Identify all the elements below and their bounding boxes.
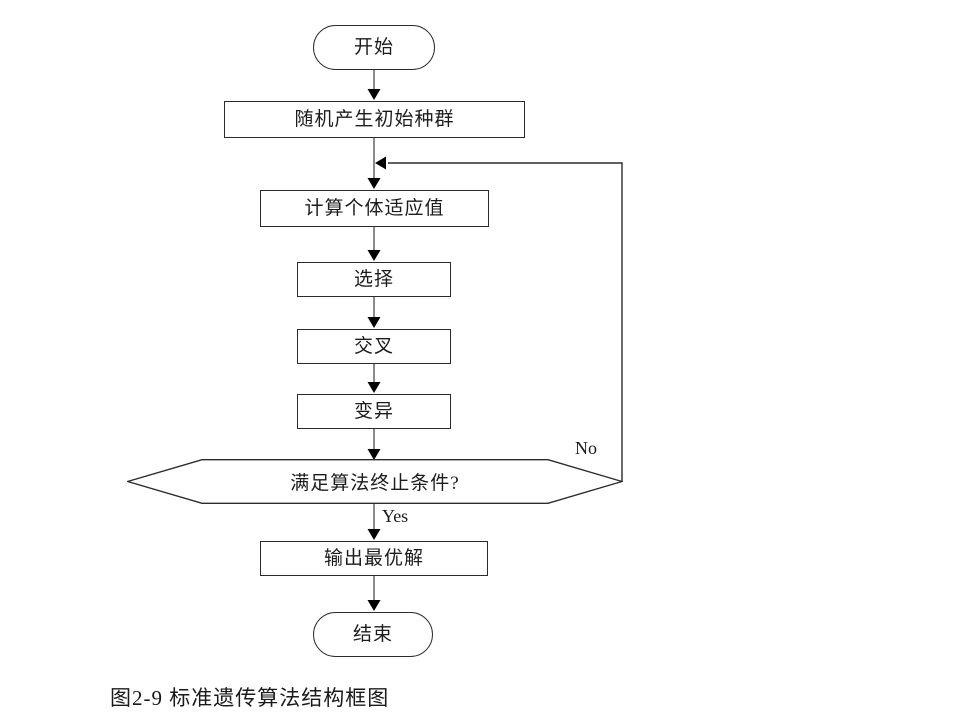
- flow-node-termination-decision[interactable]: 满足算法终止条件?: [127, 459, 623, 504]
- hexagon-shape: [127, 459, 623, 504]
- flow-node-crossover[interactable]: 交叉: [297, 329, 451, 364]
- flow-node-mutation[interactable]: 变异: [297, 394, 451, 429]
- edge-crossover-to-mutation: [367, 364, 381, 393]
- edge-output-to-end: [367, 576, 381, 611]
- flow-node-selection[interactable]: 选择: [297, 262, 451, 297]
- edge-decision-no-feedback-loop: [375, 156, 623, 482]
- flow-node-end[interactable]: 结束: [313, 612, 433, 657]
- edge-start-to-init: [367, 70, 381, 100]
- edge-label-yes: Yes: [382, 506, 409, 526]
- edge-mutation-to-decision: [367, 429, 381, 460]
- flow-node-initial-population[interactable]: 随机产生初始种群: [224, 101, 525, 138]
- figure-caption: 图2-9 标准遗传算法结构框图: [110, 686, 390, 710]
- flow-node-calculate-fitness[interactable]: 计算个体适应值: [260, 190, 489, 227]
- flow-node-output-best-solution[interactable]: 输出最优解: [260, 541, 488, 576]
- flow-node-start[interactable]: 开始: [313, 25, 435, 70]
- flow-node-termination-decision-label: 满足算法终止条件?: [290, 473, 460, 494]
- edge-decision-yes-to-output: [367, 504, 381, 540]
- edge-fitness-to-select: [367, 227, 381, 261]
- edge-select-to-crossover: [367, 297, 381, 328]
- edge-label-no: No: [575, 438, 597, 458]
- edge-init-to-fitness: [367, 138, 381, 189]
